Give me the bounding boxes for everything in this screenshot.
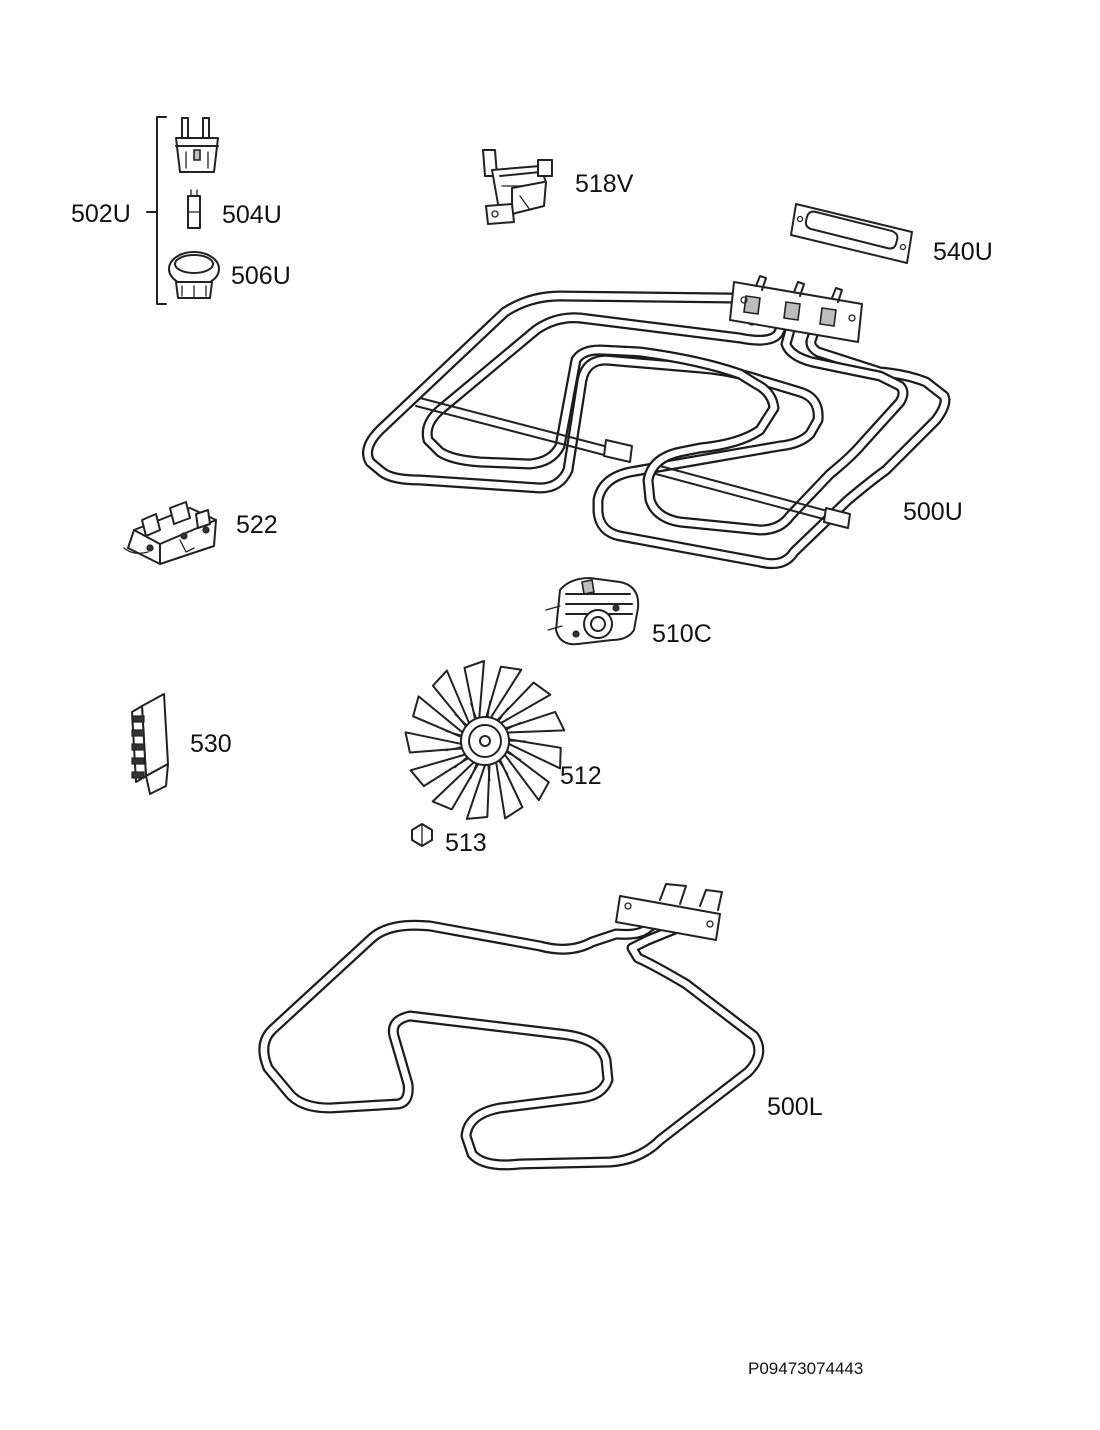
label-540u: 540U [933,238,993,266]
terminal-block-part [123,501,217,565]
thermostat-part [482,149,553,225]
label-504u: 504U [222,201,282,229]
label-512: 512 [560,762,602,790]
lamp-cover-part [168,251,220,299]
fan-wheel-part [404,660,566,820]
fan-spoke [470,762,478,780]
lamp-holder-part [175,117,219,173]
lamp-connector-part [187,189,201,229]
lower-element-part [258,883,765,1171]
fan-spoke [505,721,522,731]
label-506u: 506U [231,262,291,290]
label-518v: 518V [575,170,634,198]
fan-spoke [445,746,463,752]
label-513: 513 [445,829,487,857]
document-id: P09473074443 [748,1359,864,1378]
grill-element-part [362,275,951,570]
fan-spoke [505,751,522,761]
fan-spoke [454,713,468,726]
fan-spoke [497,707,509,722]
fan-spoke [497,760,509,775]
fan-motor-part [545,577,640,646]
fan-spoke [470,702,478,720]
connector-strip-part [131,693,169,795]
fan-spoke [487,700,491,718]
label-522: 522 [236,511,278,539]
fan-spoke [487,764,491,782]
label-502u: 502U [71,200,131,228]
group-bracket-502u [146,116,167,305]
gasket-plate-part [790,203,913,264]
label-500u: 500U [903,498,963,526]
fan-spoke [454,756,468,769]
fan-nut-part [411,823,433,847]
label-530: 530 [190,730,232,758]
label-510c: 510C [652,620,712,648]
label-500l: 500L [767,1093,823,1121]
fan-spoke [445,730,463,736]
